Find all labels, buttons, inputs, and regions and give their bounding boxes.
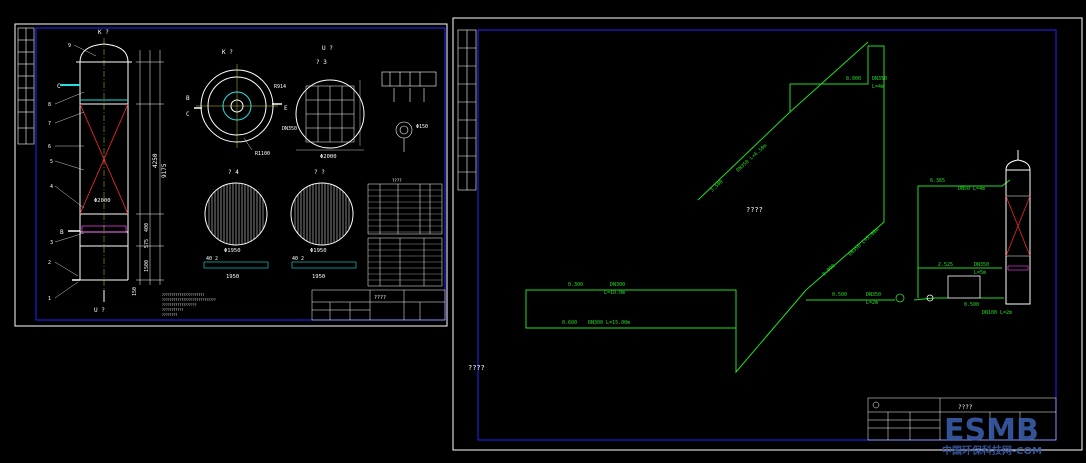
left-title-block [311,289,446,321]
watermark-logo: ESMB [944,413,1039,448]
dim-pitch-1: 40 2 [206,256,218,262]
watermark: ESMB 中国环保科技网-COM [942,413,1042,457]
corner-label: ???? [468,364,485,372]
callout-5: 5 [50,159,53,165]
note-5: ???????? [162,313,177,317]
pipe-8-len: L=5m [974,270,986,276]
pipe-8-spec: DN350 [974,262,989,268]
dim-top-ring: R914 [274,84,286,90]
pipe-2-spec: DN350 L=6.50m [735,143,768,174]
nozzle-b-label: B [60,229,64,236]
parts-table [367,183,443,287]
center-label: ???? [746,206,763,214]
left-sheet: K ? C B U ? 9 8 7 [14,23,448,327]
pipe-6-elev: 0.500 [832,292,847,298]
pipe-4-elev: 0.300 [568,282,583,288]
pipe-5-elev: 0.600 [562,320,577,326]
pipe-7-elev: 6.365 [930,178,945,184]
dim-plan-dia: Φ2000 [320,154,337,160]
callout-7: 7 [48,121,51,127]
dim-diameter-main: Φ2000 [94,198,111,204]
disc-section-4: ? 4 Φ1950 40 2 1950 [203,169,269,280]
dim-disc-1: Φ1950 [224,248,241,254]
callout-4: 4 [50,184,53,190]
callout-9: 9 [68,43,71,49]
note-2: ???????????????????????????? [162,298,216,302]
pipe-7-spec: DN50 L=4m [958,186,985,192]
dim-lower-2: 575 [144,239,150,248]
dim-lower-1: 400 [144,223,150,232]
nozzle-e-label: E [284,105,288,112]
callout-8: 8 [48,102,51,108]
dim-bot-ring: R1100 [255,151,270,157]
vessel-elevation: K ? C B U ? 9 8 7 [48,29,168,314]
pipe-5-spec: DN300 L=15.00m [588,320,630,326]
pipe-9-elev: 0.500 [964,302,979,308]
view-label-top: K ? [98,29,109,36]
right-sheet-frame [477,29,1057,441]
nozzle-c-label: C [57,83,61,90]
note-3: ?????????????????? [162,303,197,307]
disc-section-7: ? ? Φ1950 40 2 1950 [290,169,357,280]
pipe-1-elev: 8.000 [846,76,861,82]
pipe-1-len: L=4m [872,84,884,90]
pump-and-tank [895,275,981,303]
notes: ?????????????????????? ?????????????????… [162,293,216,317]
left-sheet-frame [35,27,446,321]
detail-strip [381,71,437,152]
pipe-labels: 8.000 DN350 L=4m 3.500 DN350 L=6.50m 0.0… [562,76,1012,326]
pipe-3-spec: DN350 L=5.00m [847,227,880,258]
dim-small: Φ150 [416,124,428,130]
right-margin-strip [457,29,477,191]
pipe-4-spec: DN300 [610,282,625,288]
callout-1: 1 [48,296,51,302]
pipe-2-elev: 3.500 [709,179,724,194]
dim-nozzle: DN350 [282,126,297,132]
right-sheet-border [452,17,1083,451]
callouts: 9 8 7 6 5 4 3 2 1 [48,43,71,302]
section-label-1b: ? 3 [316,59,327,66]
note-1: ?????????????????????? [162,293,204,297]
dim-len-1: 1950 [226,274,239,280]
plan-view-top: K ? B C E R914 R1100 [186,49,288,157]
table-header: ???? [392,178,402,183]
nozzle-b-plan-label: B [186,95,190,102]
dim-pitch-2: 40 2 [292,256,304,262]
pipe-3-elev: 0.000 [821,263,836,278]
callout-3: 3 [50,240,53,246]
dim-total-height: 9175 [161,163,168,178]
section-label-3: ? ? [314,169,325,176]
dim-len-2: 1950 [312,274,325,280]
pipe-4-len: L=10.0m [604,290,625,296]
view-label-bottom: U ? [94,307,105,314]
right-title-label: ???? [958,404,973,411]
callout-2: 2 [48,260,51,266]
dim-mid-height: 4250 [152,153,159,168]
nozzle-c-plan-label: C [186,111,190,118]
right-title-block [867,397,1057,441]
pipe-1-spec: DN350 [872,76,887,82]
k-label: K ? [222,49,233,56]
watermark-text: 中国环保科技网-COM [942,444,1042,457]
note-4: ??????????? [162,308,183,312]
section-label-1: U ? [322,45,333,52]
left-sheet-border [14,23,448,327]
dim-lower-3: 1500 [144,260,150,272]
plan-view-section: U ? ? 3 Φ2000 DN350 [282,45,365,160]
pipe-6-len: L=2m [866,300,878,306]
left-margin-strip [17,27,35,145]
pipe-9-spec: DN100 L=2m [982,310,1012,316]
pipe-6-spec: DN350 [866,292,881,298]
pipe-8-elev: 2.525 [938,262,953,268]
left-title-label: ???? [374,295,386,301]
dim-disc-2: Φ1950 [310,248,327,254]
section-label-2: ? 4 [228,169,239,176]
pipe-network [525,41,1011,374]
right-sheet: 8.000 DN350 L=4m 3.500 DN350 L=6.50m 0.0… [452,17,1083,451]
callout-6: 6 [48,144,51,150]
dim-lower-4: 150 [132,287,138,296]
small-tower [1005,150,1031,305]
